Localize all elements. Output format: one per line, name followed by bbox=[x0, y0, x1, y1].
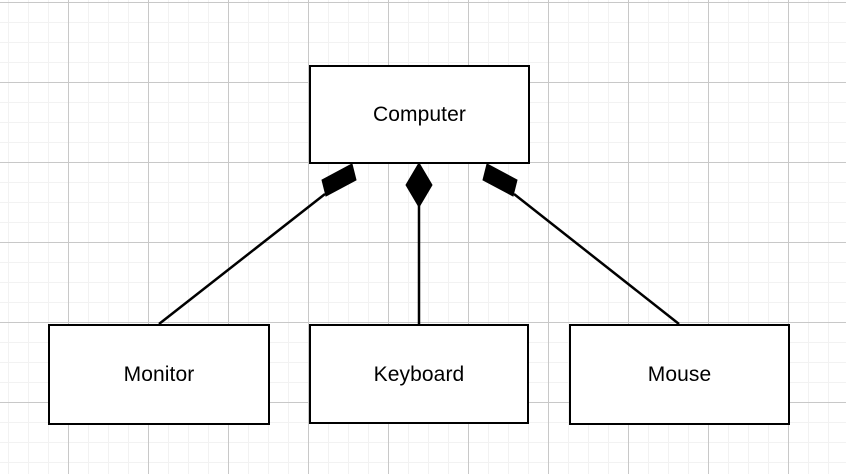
uml-class-name-mouse: Mouse bbox=[647, 363, 712, 386]
uml-class-box-computer[interactable]: Computer bbox=[309, 65, 530, 164]
uml-class-name-keyboard: Keyboard bbox=[373, 362, 465, 386]
uml-class-box-mouse[interactable]: Mouse bbox=[569, 324, 790, 425]
uml-class-name-monitor: Monitor bbox=[123, 363, 195, 386]
uml-class-name-computer: Computer bbox=[372, 103, 466, 126]
connector-line-computer-mouse[interactable] bbox=[513, 193, 680, 325]
composition-diamond-computer-mouse[interactable] bbox=[482, 163, 518, 197]
uml-class-box-monitor[interactable]: Monitor bbox=[48, 324, 270, 425]
uml-class-box-keyboard[interactable]: Keyboard bbox=[309, 324, 529, 424]
connector-line-computer-monitor[interactable] bbox=[158, 193, 326, 325]
composition-diamond-computer-keyboard[interactable] bbox=[405, 162, 433, 208]
composition-diamond-computer-monitor[interactable] bbox=[321, 163, 357, 197]
